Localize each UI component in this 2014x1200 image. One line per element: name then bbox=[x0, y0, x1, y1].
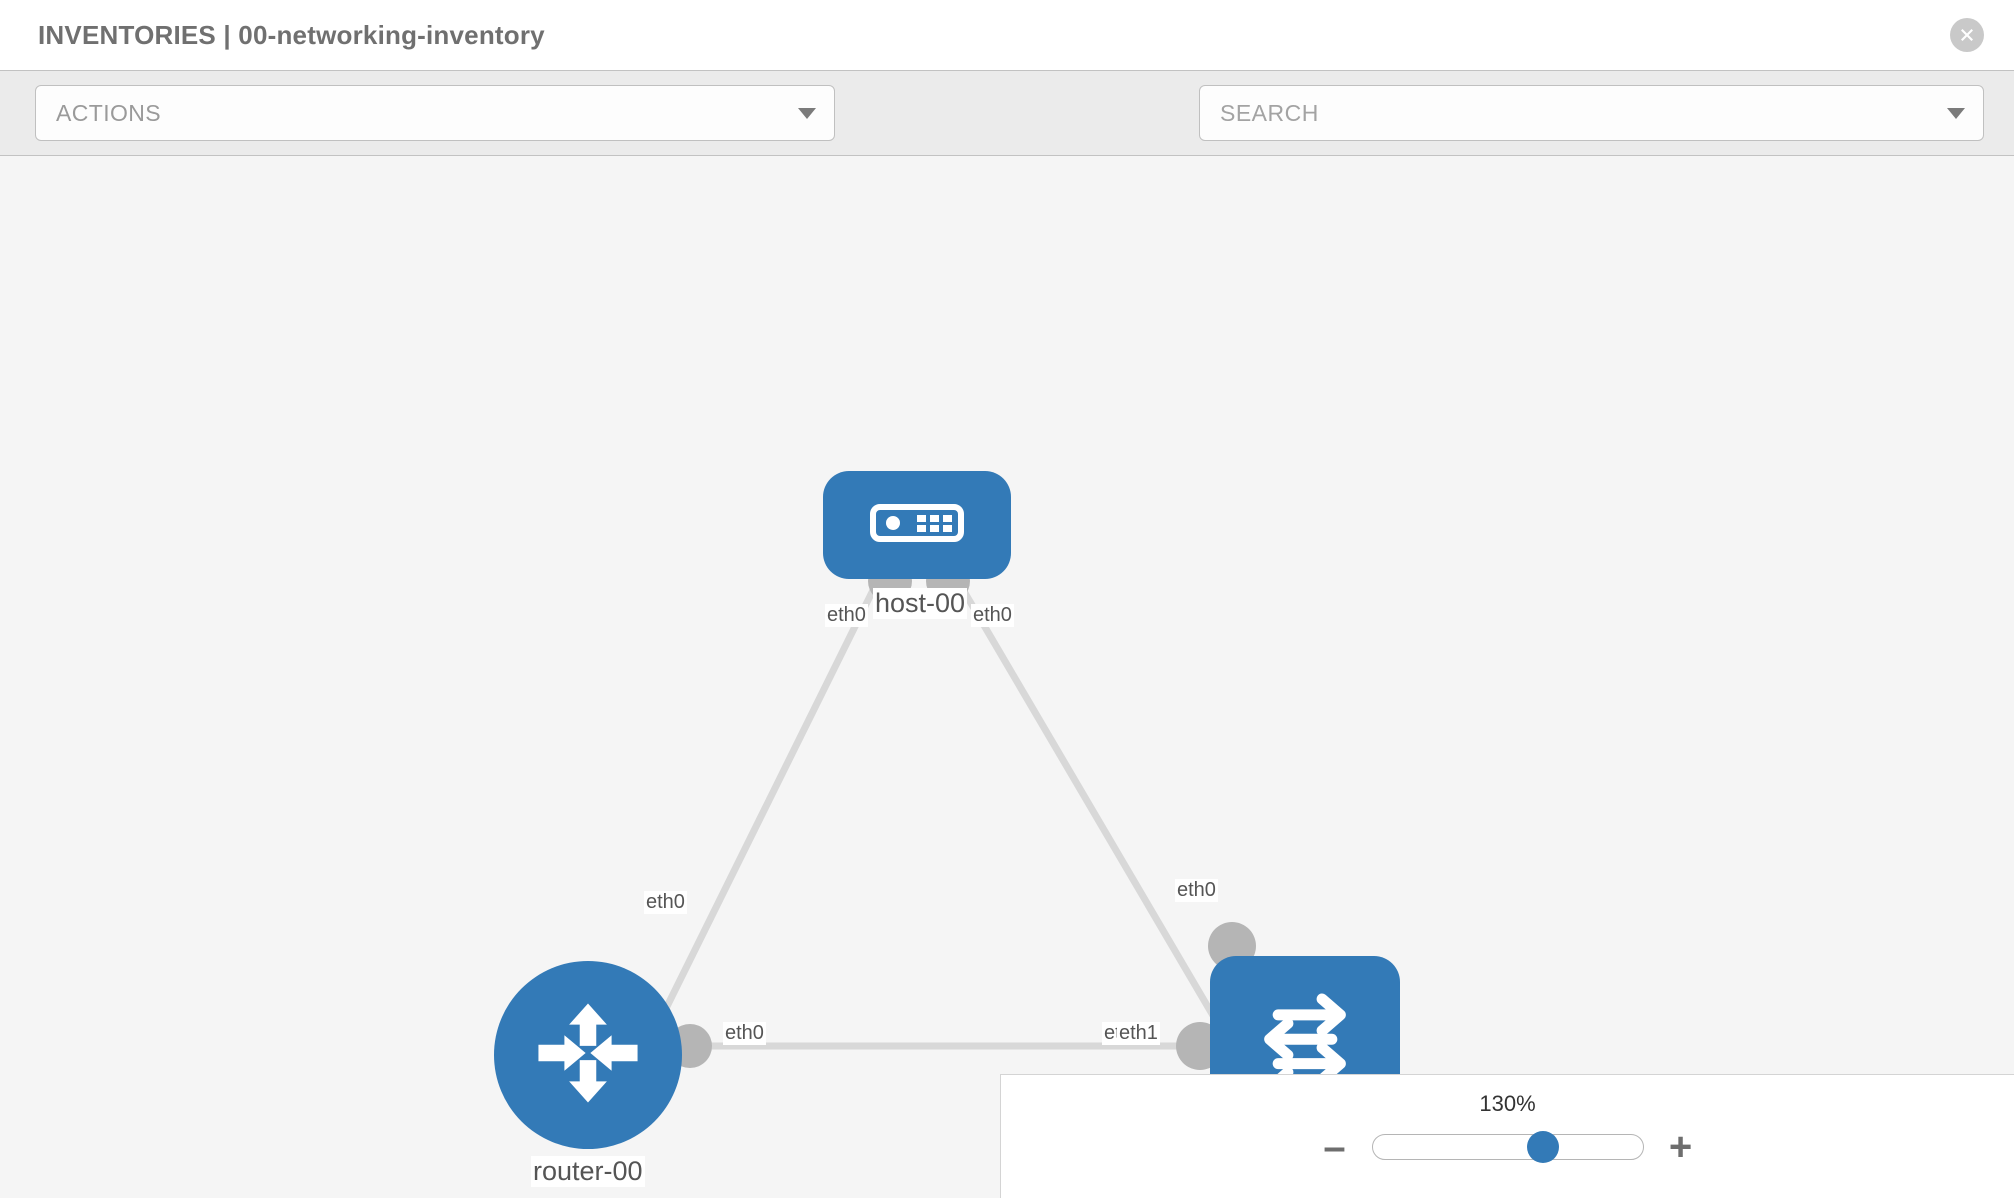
zoom-in-button[interactable]: + bbox=[1668, 1125, 1693, 1169]
chevron-down-icon bbox=[798, 107, 816, 119]
topology-handles bbox=[668, 559, 1256, 1070]
actions-dropdown-label: ACTIONS bbox=[56, 99, 162, 126]
server-icon bbox=[869, 499, 965, 552]
close-icon bbox=[1957, 25, 1977, 45]
topology-node-router-00[interactable] bbox=[494, 961, 682, 1149]
page-title: INVENTORIES | 00-networking-inventory bbox=[38, 19, 545, 50]
zoom-slider-track[interactable] bbox=[1371, 1131, 1644, 1163]
zoom-out-button[interactable]: – bbox=[1323, 1125, 1346, 1169]
topology-node-host-00[interactable] bbox=[823, 471, 1011, 579]
toolbar: ACTIONS SEARCH bbox=[0, 70, 2014, 156]
chevron-down-icon bbox=[1947, 107, 1965, 119]
zoom-slider-row: – + bbox=[1318, 1127, 1698, 1167]
topology-graph bbox=[636, 559, 1256, 1070]
node-label-router-00: router-00 bbox=[531, 1156, 645, 1187]
topology-links bbox=[636, 574, 1229, 1063]
topology-canvas[interactable]: eth0 eth0 eth0 eth0 eth0 eth0 eth1 host-… bbox=[0, 156, 2014, 1198]
link-host-router bbox=[636, 574, 884, 1063]
edge-label-router-upper: eth0 bbox=[644, 891, 687, 914]
close-panel-button[interactable] bbox=[1950, 18, 1984, 52]
search-input-value: SEARCH bbox=[1220, 99, 1319, 126]
node-label-host-00: host-00 bbox=[873, 588, 968, 619]
edge-label-switch-upper: eth0 bbox=[1175, 879, 1218, 902]
page-header: INVENTORIES | 00-networking-inventory bbox=[0, 0, 2014, 70]
edge-label-router-side: eth0 bbox=[723, 1022, 766, 1045]
actions-dropdown[interactable]: ACTIONS bbox=[35, 85, 835, 141]
edge-label-switch-side-b: eth1 bbox=[1117, 1022, 1160, 1045]
edge-label-host-left: eth0 bbox=[825, 604, 868, 627]
zoom-level-value: 130% bbox=[1479, 1091, 1536, 1116]
search-input[interactable]: SEARCH bbox=[1199, 85, 1984, 141]
router-icon bbox=[529, 994, 647, 1117]
zoom-control-panel: 130% – + bbox=[1000, 1074, 2014, 1198]
link-host-switch bbox=[951, 574, 1229, 1038]
edge-label-host-right: eth0 bbox=[971, 604, 1014, 627]
zoom-slider-thumb[interactable] bbox=[1526, 1131, 1559, 1163]
